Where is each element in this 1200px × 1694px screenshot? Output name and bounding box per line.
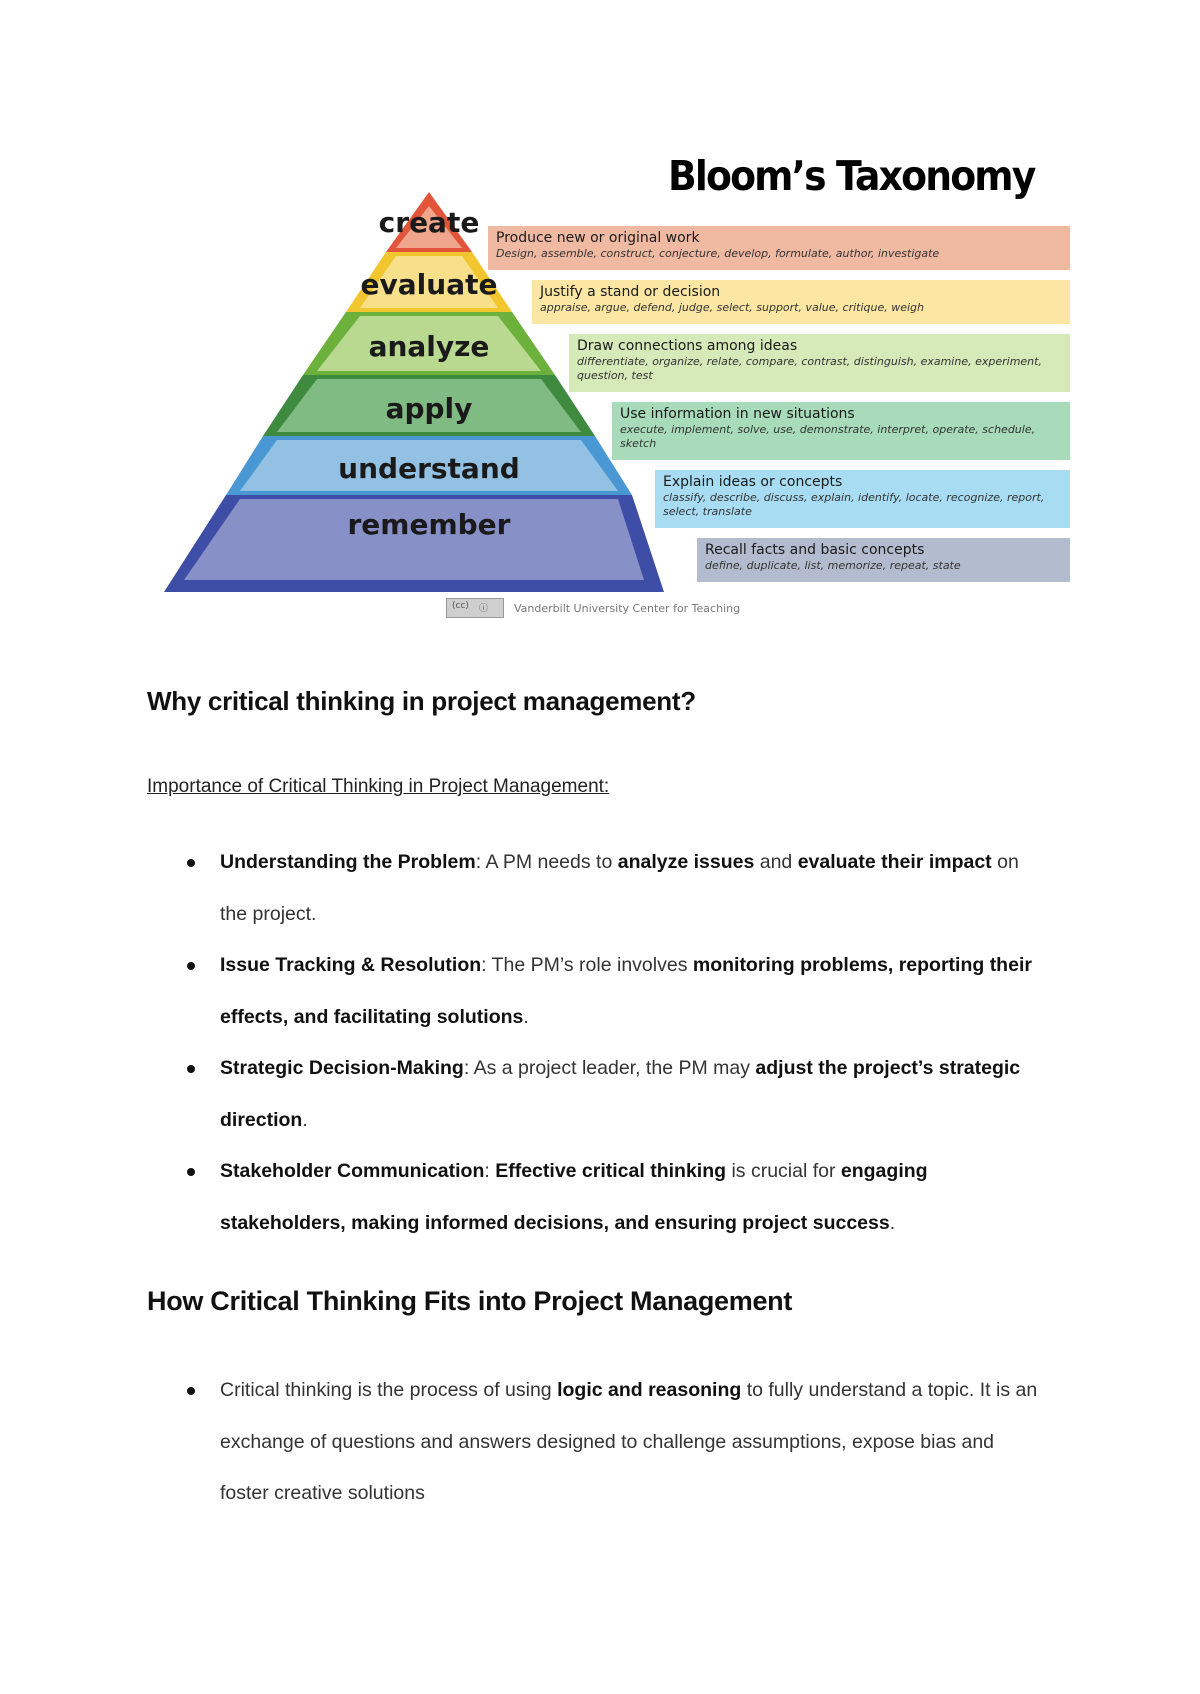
blooms-taxonomy-figure: Bloom’s Taxonomy create evaluate analyze… (150, 140, 1070, 630)
level-heading: Explain ideas or concepts (663, 474, 843, 490)
importance-list: Understanding the Problem: A PM needs to… (147, 837, 1047, 1249)
level-heading: Produce new or original work (496, 230, 700, 246)
level-verbs: Design, assemble, construct, conjecture,… (496, 247, 940, 260)
list-item: Critical thinking is the process of usin… (147, 1365, 1047, 1520)
level-label-evaluate: evaluate (360, 268, 498, 301)
level-box-analyze: Draw connections among ideas differentia… (569, 334, 1070, 392)
level-label-analyze: analyze (368, 330, 490, 363)
how-list: Critical thinking is the process of usin… (147, 1365, 1047, 1520)
section-heading-how: How Critical Thinking Fits into Project … (147, 1286, 793, 1316)
list-item: Stakeholder Communication: Effective cri… (147, 1146, 1047, 1249)
figure-credit: (cc)ⓘ Vanderbilt University Center for T… (446, 598, 740, 618)
level-heading: Use information in new situations (620, 406, 855, 422)
level-verbs: appraise, argue, defend, judge, select, … (540, 301, 925, 314)
level-verbs: differentiate, organize, relate, compare… (577, 355, 1042, 382)
list-item: Strategic Decision-Making: As a project … (147, 1043, 1047, 1146)
cc-license-icon: (cc)ⓘ (446, 598, 504, 618)
section-heading-why: Why critical thinking in project managem… (147, 686, 696, 716)
level-heading: Draw connections among ideas (577, 338, 798, 354)
level-label-apply: apply (385, 392, 473, 425)
level-box-evaluate: Justify a stand or decision appraise, ar… (532, 280, 1070, 324)
level-heading: Justify a stand or decision (540, 284, 721, 300)
section-subheading: Importance of Critical Thinking in Proje… (147, 776, 610, 797)
level-label-create: create (378, 206, 480, 239)
level-box-apply: Use information in new situations execut… (612, 402, 1070, 460)
level-box-understand: Explain ideas or concepts classify, desc… (655, 470, 1070, 528)
level-label-remember: remember (347, 508, 511, 541)
level-verbs: execute, implement, solve, use, demonstr… (620, 423, 1036, 450)
level-label-understand: understand (338, 452, 520, 485)
level-verbs: define, duplicate, list, memorize, repea… (705, 559, 961, 572)
level-box-create: Produce new or original work Design, ass… (488, 226, 1070, 270)
list-item: Issue Tracking & Resolution: The PM’s ro… (147, 940, 1047, 1043)
level-box-remember: Recall facts and basic concepts define, … (697, 538, 1070, 582)
pyramid-graphic (164, 192, 664, 592)
level-heading: Recall facts and basic concepts (705, 542, 925, 558)
credit-text: Vanderbilt University Center for Teachin… (514, 601, 741, 615)
list-item: Understanding the Problem: A PM needs to… (147, 837, 1047, 940)
level-verbs: classify, describe, discuss, explain, id… (663, 491, 1045, 518)
figure-title: Bloom’s Taxonomy (668, 152, 1036, 200)
